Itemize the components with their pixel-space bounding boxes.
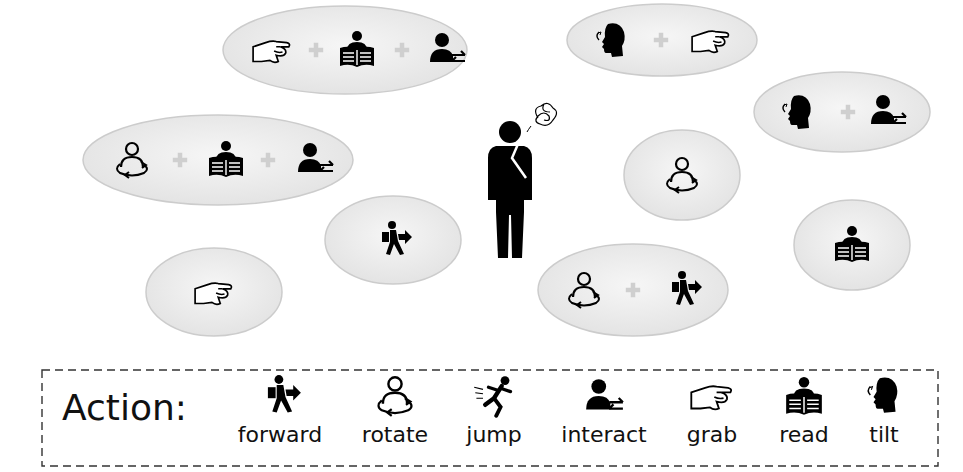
legend-label: interact (561, 422, 646, 447)
rotate-icon (379, 377, 412, 416)
legend-heading: Action: (62, 387, 187, 428)
jump-icon (474, 376, 510, 416)
tilt-icon (868, 378, 897, 413)
legend-label: tilt (869, 422, 898, 447)
grab-icon (691, 386, 731, 409)
legend-label: forward (238, 422, 322, 447)
legend-label: grab (687, 422, 737, 447)
legend-label: rotate (362, 422, 428, 447)
read-icon (786, 377, 822, 415)
legend-frame (42, 370, 938, 466)
legend-label: read (779, 422, 829, 447)
forward-icon (268, 375, 301, 412)
legend-label: jump (466, 422, 521, 447)
interact-icon (586, 379, 623, 409)
